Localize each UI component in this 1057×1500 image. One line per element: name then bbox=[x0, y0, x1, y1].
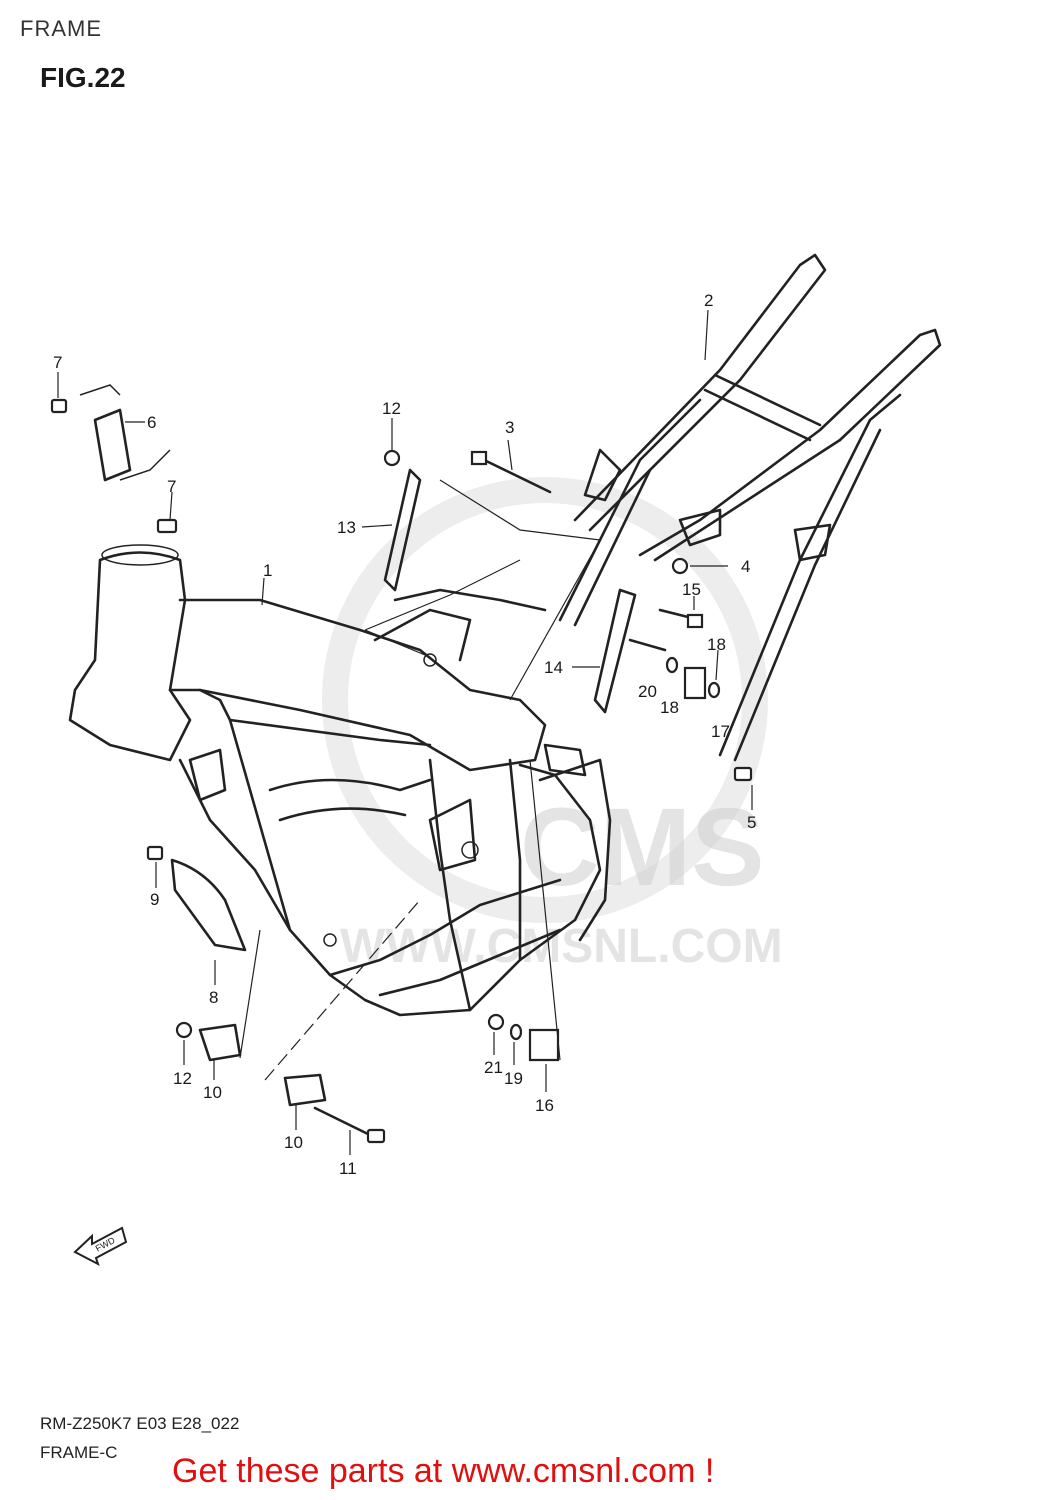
page-header: FRAME bbox=[20, 16, 102, 41]
leader-lines bbox=[57, 309, 753, 1155]
callout-6: 6 bbox=[147, 413, 156, 432]
callout-21: 21 bbox=[484, 1058, 503, 1077]
callout-8: 8 bbox=[209, 988, 218, 1007]
callout-14: 14 bbox=[544, 658, 563, 677]
main-frame bbox=[68, 544, 612, 1017]
hardware bbox=[50, 398, 753, 1144]
callout-13: 13 bbox=[337, 518, 356, 537]
watermark-brand: CMS bbox=[520, 786, 764, 909]
callout-labels: 1 2 3 4 5 6 7 7 8 9 10 10 11 12 12 13 14… bbox=[53, 291, 756, 1178]
callout-19: 19 bbox=[504, 1069, 523, 1088]
callout-17: 17 bbox=[711, 722, 730, 741]
diagram-subtitle: FRAME-C bbox=[40, 1443, 118, 1462]
callout-18a: 18 bbox=[707, 635, 726, 654]
figure-title: FIG.22 bbox=[40, 62, 126, 93]
bracket-6 bbox=[79, 384, 171, 482]
fwd-arrow: FWD bbox=[73, 1226, 128, 1267]
rear-subframe bbox=[558, 253, 942, 762]
callout-20: 20 bbox=[638, 682, 657, 701]
diagram-code: RM-Z250K7 E03 E28_022 bbox=[40, 1414, 240, 1433]
callout-7b: 7 bbox=[167, 477, 176, 496]
callout-12b: 12 bbox=[173, 1069, 192, 1088]
callout-2: 2 bbox=[704, 291, 713, 310]
callout-10a: 10 bbox=[203, 1083, 222, 1102]
callout-11: 11 bbox=[339, 1159, 357, 1178]
callout-3: 3 bbox=[505, 418, 514, 437]
callout-7a: 7 bbox=[53, 353, 62, 372]
callout-10b: 10 bbox=[284, 1133, 303, 1152]
callout-1: 1 bbox=[263, 561, 272, 580]
callout-18b: 18 bbox=[660, 698, 679, 717]
callout-5: 5 bbox=[747, 813, 756, 832]
callout-15: 15 bbox=[682, 580, 701, 599]
callout-9: 9 bbox=[150, 890, 159, 909]
callout-16: 16 bbox=[535, 1096, 554, 1115]
promo-link[interactable]: Get these parts at www.cmsnl.com ! bbox=[172, 1452, 715, 1490]
callout-12a: 12 bbox=[382, 399, 401, 418]
watermark: CMS WWW.CMSNL.COM bbox=[322, 477, 783, 973]
callout-4: 4 bbox=[741, 557, 750, 576]
